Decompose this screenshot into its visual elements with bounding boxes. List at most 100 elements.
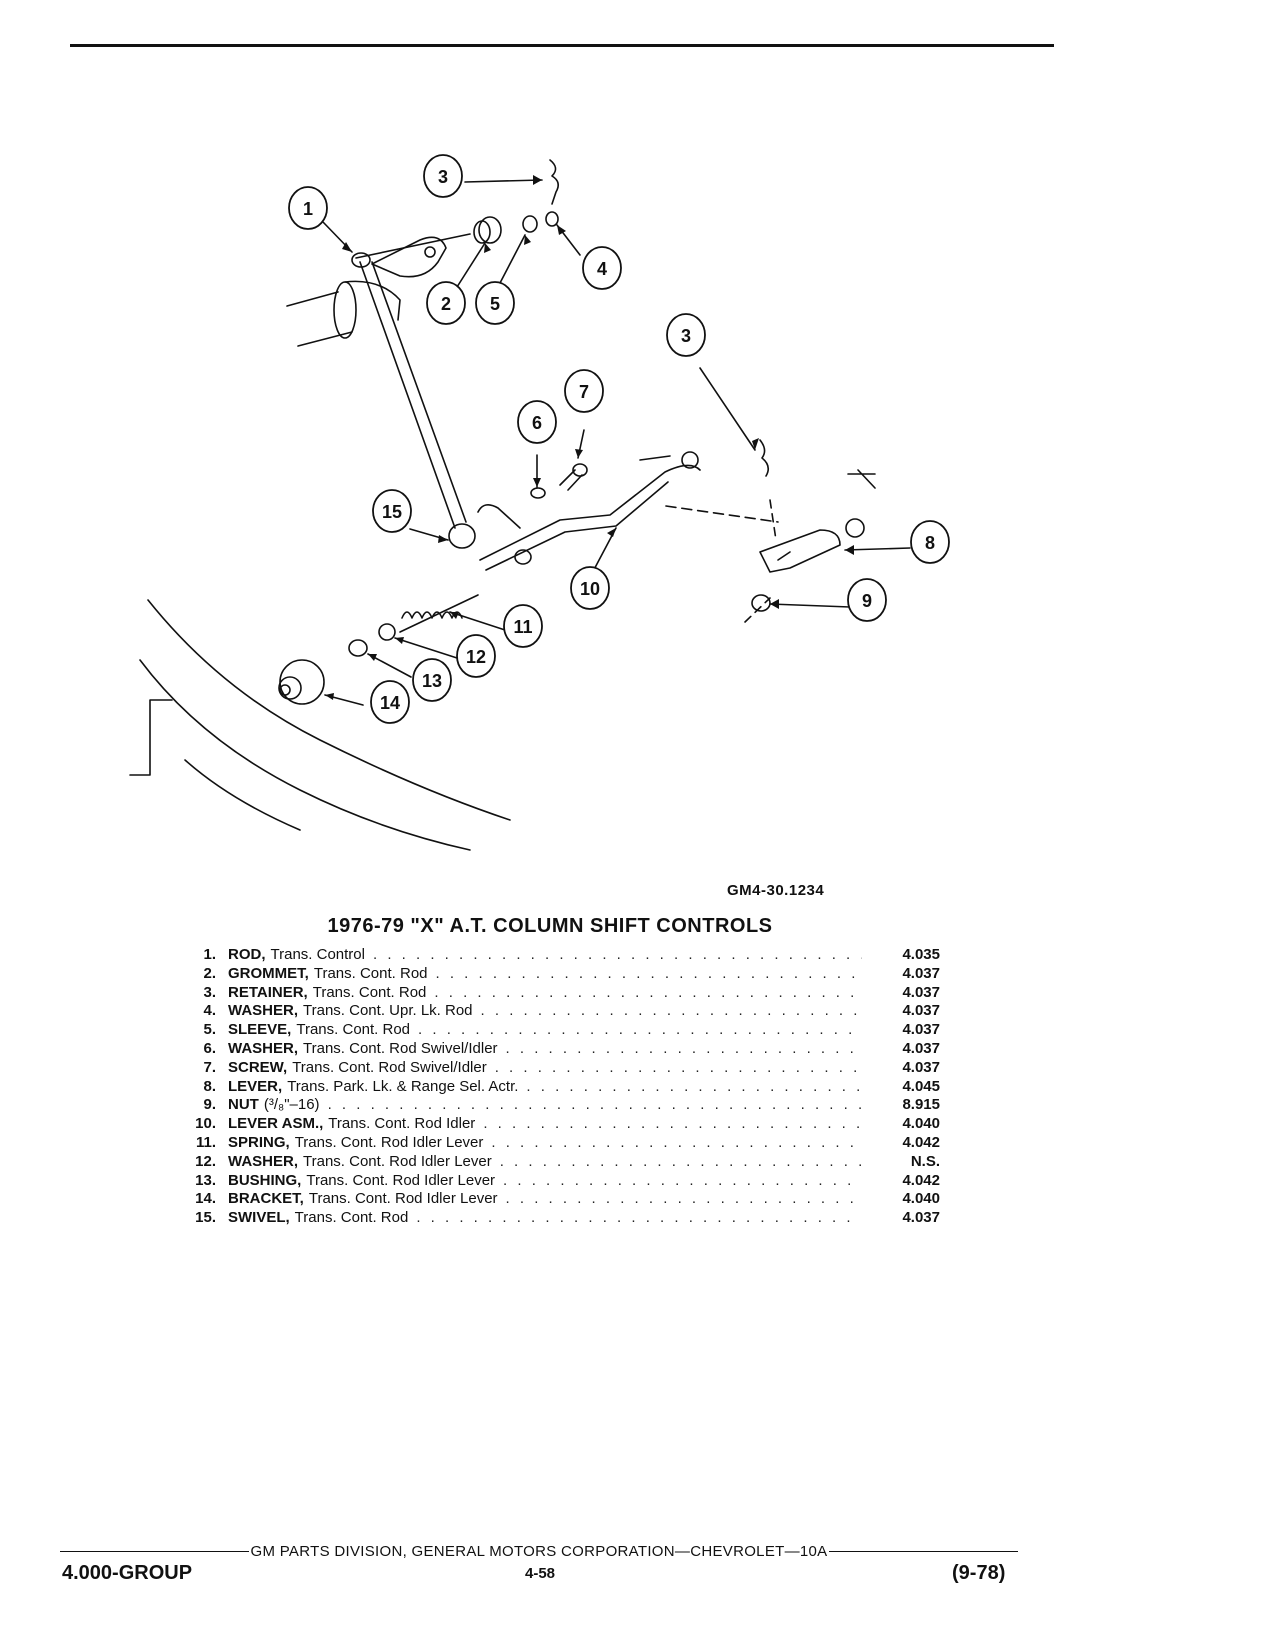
part-description: Trans. Cont. Rod Idler Lever bbox=[294, 1133, 484, 1151]
callout-14: 14 bbox=[380, 693, 400, 713]
part-name: BRACKET, bbox=[228, 1190, 304, 1208]
parts-list-item: 1. ROD,Trans. Control 4.035 bbox=[150, 946, 940, 965]
leader-dots bbox=[373, 946, 862, 965]
part-name: LEVER, bbox=[228, 1077, 283, 1095]
parts-list-item: 9.NUT(³/₈"–16)8.915 bbox=[150, 1096, 940, 1115]
footer-organization-line: GM PARTS DIVISION, GENERAL MOTORS CORPOR… bbox=[60, 1543, 1018, 1560]
parts-list-item: 10. LEVER ASM.,Trans. Cont. Rod Idler 4.04… bbox=[150, 1115, 940, 1134]
leader-dots bbox=[418, 1021, 862, 1040]
part-group-ref: 4.040 bbox=[902, 1115, 940, 1133]
leader-dots bbox=[416, 1209, 862, 1228]
callout-11: 11 bbox=[513, 617, 532, 637]
parts-list-item: 6. WASHER,Trans. Cont. Rod Swivel/Idler 4.… bbox=[150, 1040, 940, 1059]
part-group-ref: 4.037 bbox=[902, 1002, 940, 1020]
callout-1: 1 bbox=[303, 199, 313, 219]
callout-5: 5 bbox=[490, 294, 500, 314]
part-name: WASHER, bbox=[228, 1002, 299, 1020]
leader-dots bbox=[328, 1096, 862, 1115]
part-group-ref: 4.037 bbox=[902, 1021, 940, 1039]
footer-date: (9-78) bbox=[952, 1562, 1006, 1584]
part-number: 10. bbox=[195, 1115, 216, 1133]
parts-list-item: 8. LEVER,Trans. Park. Lk. & Range Sel. Ac… bbox=[150, 1078, 940, 1097]
part-description: Trans. Cont. Rod Idler bbox=[328, 1115, 476, 1133]
part-number: 5. bbox=[203, 1021, 216, 1039]
part-group-ref: 4.037 bbox=[902, 964, 940, 982]
part-group-ref: 4.040 bbox=[902, 1190, 940, 1208]
part-description: (³/₈"–16) bbox=[263, 1096, 320, 1114]
part-description: Trans. Cont. Rod bbox=[294, 1209, 409, 1227]
parts-list-item: 4.WASHER,Trans. Cont. Upr. Lk. Rod4.037 bbox=[150, 1002, 940, 1021]
parts-list-item: 3. RETAINER,Trans. Cont. Rod 4.037 bbox=[150, 984, 940, 1003]
part-number: 4. bbox=[203, 1002, 216, 1020]
part-name: RETAINER, bbox=[228, 983, 308, 1001]
part-description: Trans. Cont. Rod bbox=[296, 1021, 411, 1039]
part-description: Trans. Cont. Rod Idler Lever bbox=[306, 1171, 496, 1189]
callout-15: 15 bbox=[382, 502, 402, 522]
part-number: 12. bbox=[195, 1152, 216, 1170]
footer-organization: GM PARTS DIVISION, GENERAL MOTORS CORPOR… bbox=[250, 1543, 828, 1560]
parts-list-item: 2. GROMMET,Trans. Cont. Rod 4.037 bbox=[150, 965, 940, 984]
footer-rule-left bbox=[60, 1550, 249, 1553]
part-group-ref: 4.037 bbox=[902, 1058, 940, 1076]
part-group-ref: 4.035 bbox=[902, 946, 940, 963]
leader-dots bbox=[491, 1134, 862, 1153]
parts-list-item: 12.WASHER,Trans. Cont. Rod Idler LeverN.… bbox=[150, 1153, 940, 1172]
part-number: 1. bbox=[203, 946, 216, 963]
part-number: 2. bbox=[203, 964, 216, 982]
leader-dots bbox=[503, 1172, 862, 1191]
figure-id: GM4-30.1234 bbox=[727, 882, 825, 899]
part-number: 3. bbox=[203, 983, 216, 1001]
part-group-ref: 4.037 bbox=[902, 1039, 940, 1057]
callout-13: 13 bbox=[422, 671, 442, 691]
part-name: GROMMET, bbox=[228, 964, 309, 982]
part-description: Trans. Cont. Rod Swivel/Idler bbox=[292, 1058, 487, 1076]
parts-list-item: 7.SCREW,Trans. Cont. Rod Swivel/Idler4.0… bbox=[150, 1059, 940, 1078]
parts-list: 1.ROD,Trans. Control4.035 2.GROMMET,Tran… bbox=[150, 946, 940, 1228]
exploded-parts-diagram: 1 2 3 3 4 5 6 7 8 9 10 11 12 13 14 15 bbox=[129, 154, 950, 851]
leader-dots bbox=[483, 1115, 862, 1134]
part-group-ref: 4.037 bbox=[902, 983, 940, 1001]
part-description: Trans. Control bbox=[270, 946, 365, 963]
part-name: BUSHING, bbox=[228, 1171, 302, 1189]
parts-list-item: 14.BRACKET,Trans. Cont. Rod Idler Lever4… bbox=[150, 1190, 940, 1209]
part-group-ref: N.S. bbox=[910, 1152, 940, 1170]
callout-9: 9 bbox=[862, 591, 872, 611]
leader-dots bbox=[506, 1190, 862, 1209]
leader-dots bbox=[436, 965, 862, 984]
part-name: LEVER ASM., bbox=[228, 1115, 324, 1133]
part-name: WASHER, bbox=[228, 1152, 299, 1170]
leader-dots bbox=[495, 1059, 862, 1078]
part-description: Trans. Cont. Rod bbox=[312, 983, 427, 1001]
callout-12: 12 bbox=[466, 647, 486, 667]
part-number: 15. bbox=[195, 1209, 216, 1227]
callout-6: 6 bbox=[532, 413, 542, 433]
callout-3-upper: 3 bbox=[438, 167, 448, 187]
part-number: 13. bbox=[195, 1171, 216, 1189]
callout-8: 8 bbox=[925, 533, 935, 553]
part-name: WASHER, bbox=[228, 1039, 299, 1057]
top-rule bbox=[70, 44, 1054, 47]
part-description: Trans. Cont. Rod bbox=[313, 964, 428, 982]
callout-10: 10 bbox=[580, 579, 600, 599]
part-description: Trans. Cont. Rod Swivel/Idler bbox=[303, 1039, 498, 1057]
leader-dots bbox=[506, 1040, 862, 1059]
footer-group: 4.000-GROUP bbox=[62, 1562, 193, 1584]
figure-title: 1976-79 "X" A.T. COLUMN SHIFT CONTROLS bbox=[327, 915, 773, 937]
part-number: 6. bbox=[203, 1039, 216, 1057]
callout-4: 4 bbox=[597, 259, 607, 279]
part-description: Trans. Park. Lk. & Range Sel. Actr. bbox=[287, 1077, 519, 1095]
part-number: 9. bbox=[203, 1096, 216, 1114]
part-name: SPRING, bbox=[228, 1133, 290, 1151]
leader-dots bbox=[434, 984, 862, 1003]
part-number: 8. bbox=[203, 1077, 216, 1095]
part-group-ref: 4.037 bbox=[902, 1209, 940, 1227]
parts-list-item: 11.SPRING,Trans. Cont. Rod Idler Lever4.… bbox=[150, 1134, 940, 1153]
parts-list-item: 5.SLEEVE,Trans. Cont. Rod4.037 bbox=[150, 1021, 940, 1040]
part-number: 7. bbox=[203, 1058, 216, 1076]
part-name: ROD, bbox=[228, 946, 266, 963]
part-description: Trans. Cont. Rod Idler Lever bbox=[308, 1190, 498, 1208]
leader-dots bbox=[481, 1002, 862, 1021]
part-group-ref: 4.042 bbox=[902, 1133, 940, 1151]
part-name: NUT bbox=[228, 1096, 259, 1114]
callout-7: 7 bbox=[579, 382, 589, 402]
